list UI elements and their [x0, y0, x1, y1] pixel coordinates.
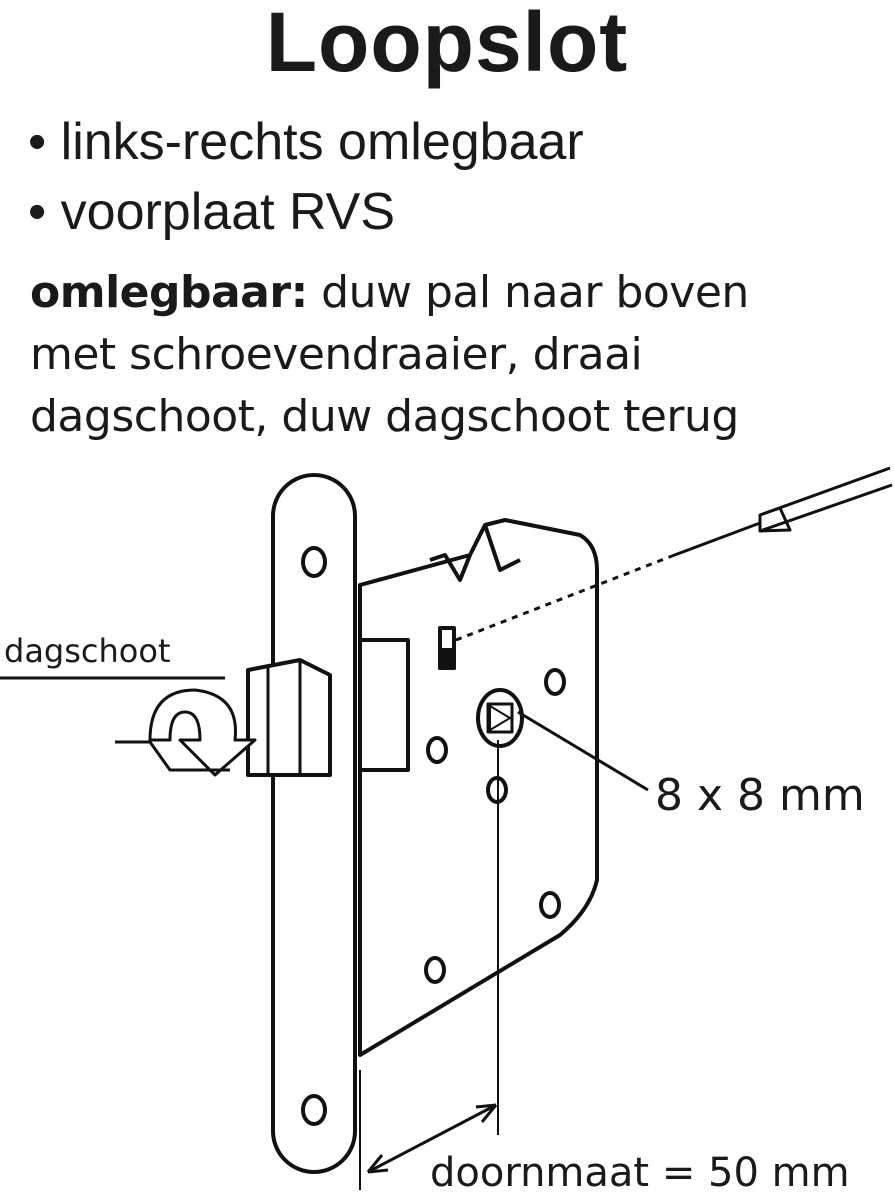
dimension-arrow [367, 1103, 497, 1174]
screw-hole [424, 956, 446, 984]
title: Loopslot [265, 0, 629, 89]
screw-hole [426, 736, 448, 764]
screw-hole [301, 546, 327, 578]
screwdriver [671, 466, 893, 558]
screw-hole [544, 668, 566, 696]
spindle-hole [476, 688, 524, 748]
screw-hole [301, 1094, 327, 1126]
feature-bullet: • links-rechts omlegbaar [28, 113, 584, 171]
faceplate [271, 473, 357, 1174]
instructions-line: duw pal naar boven [307, 267, 749, 318]
spindle-size-label: 8 x 8 mm [655, 770, 865, 821]
latch [246, 658, 332, 777]
latch-label: dagschoot [4, 632, 171, 670]
instructions-label: omlegbaar: [30, 267, 308, 318]
feature-bullet: • voorplaat RVS [28, 183, 395, 241]
lock-body [358, 518, 599, 1057]
instructions-line: dagschoot, duw dagschoot terug [30, 391, 739, 442]
screw-hole [539, 891, 561, 919]
backset-label: doornmaat = 50 mm [430, 1150, 850, 1196]
instructions: omlegbaar: duw pal naar boven met schroe… [30, 262, 894, 448]
instructions-line: met schroevendraaier, draai [30, 329, 643, 380]
rotation-arrow-icon [148, 688, 257, 777]
